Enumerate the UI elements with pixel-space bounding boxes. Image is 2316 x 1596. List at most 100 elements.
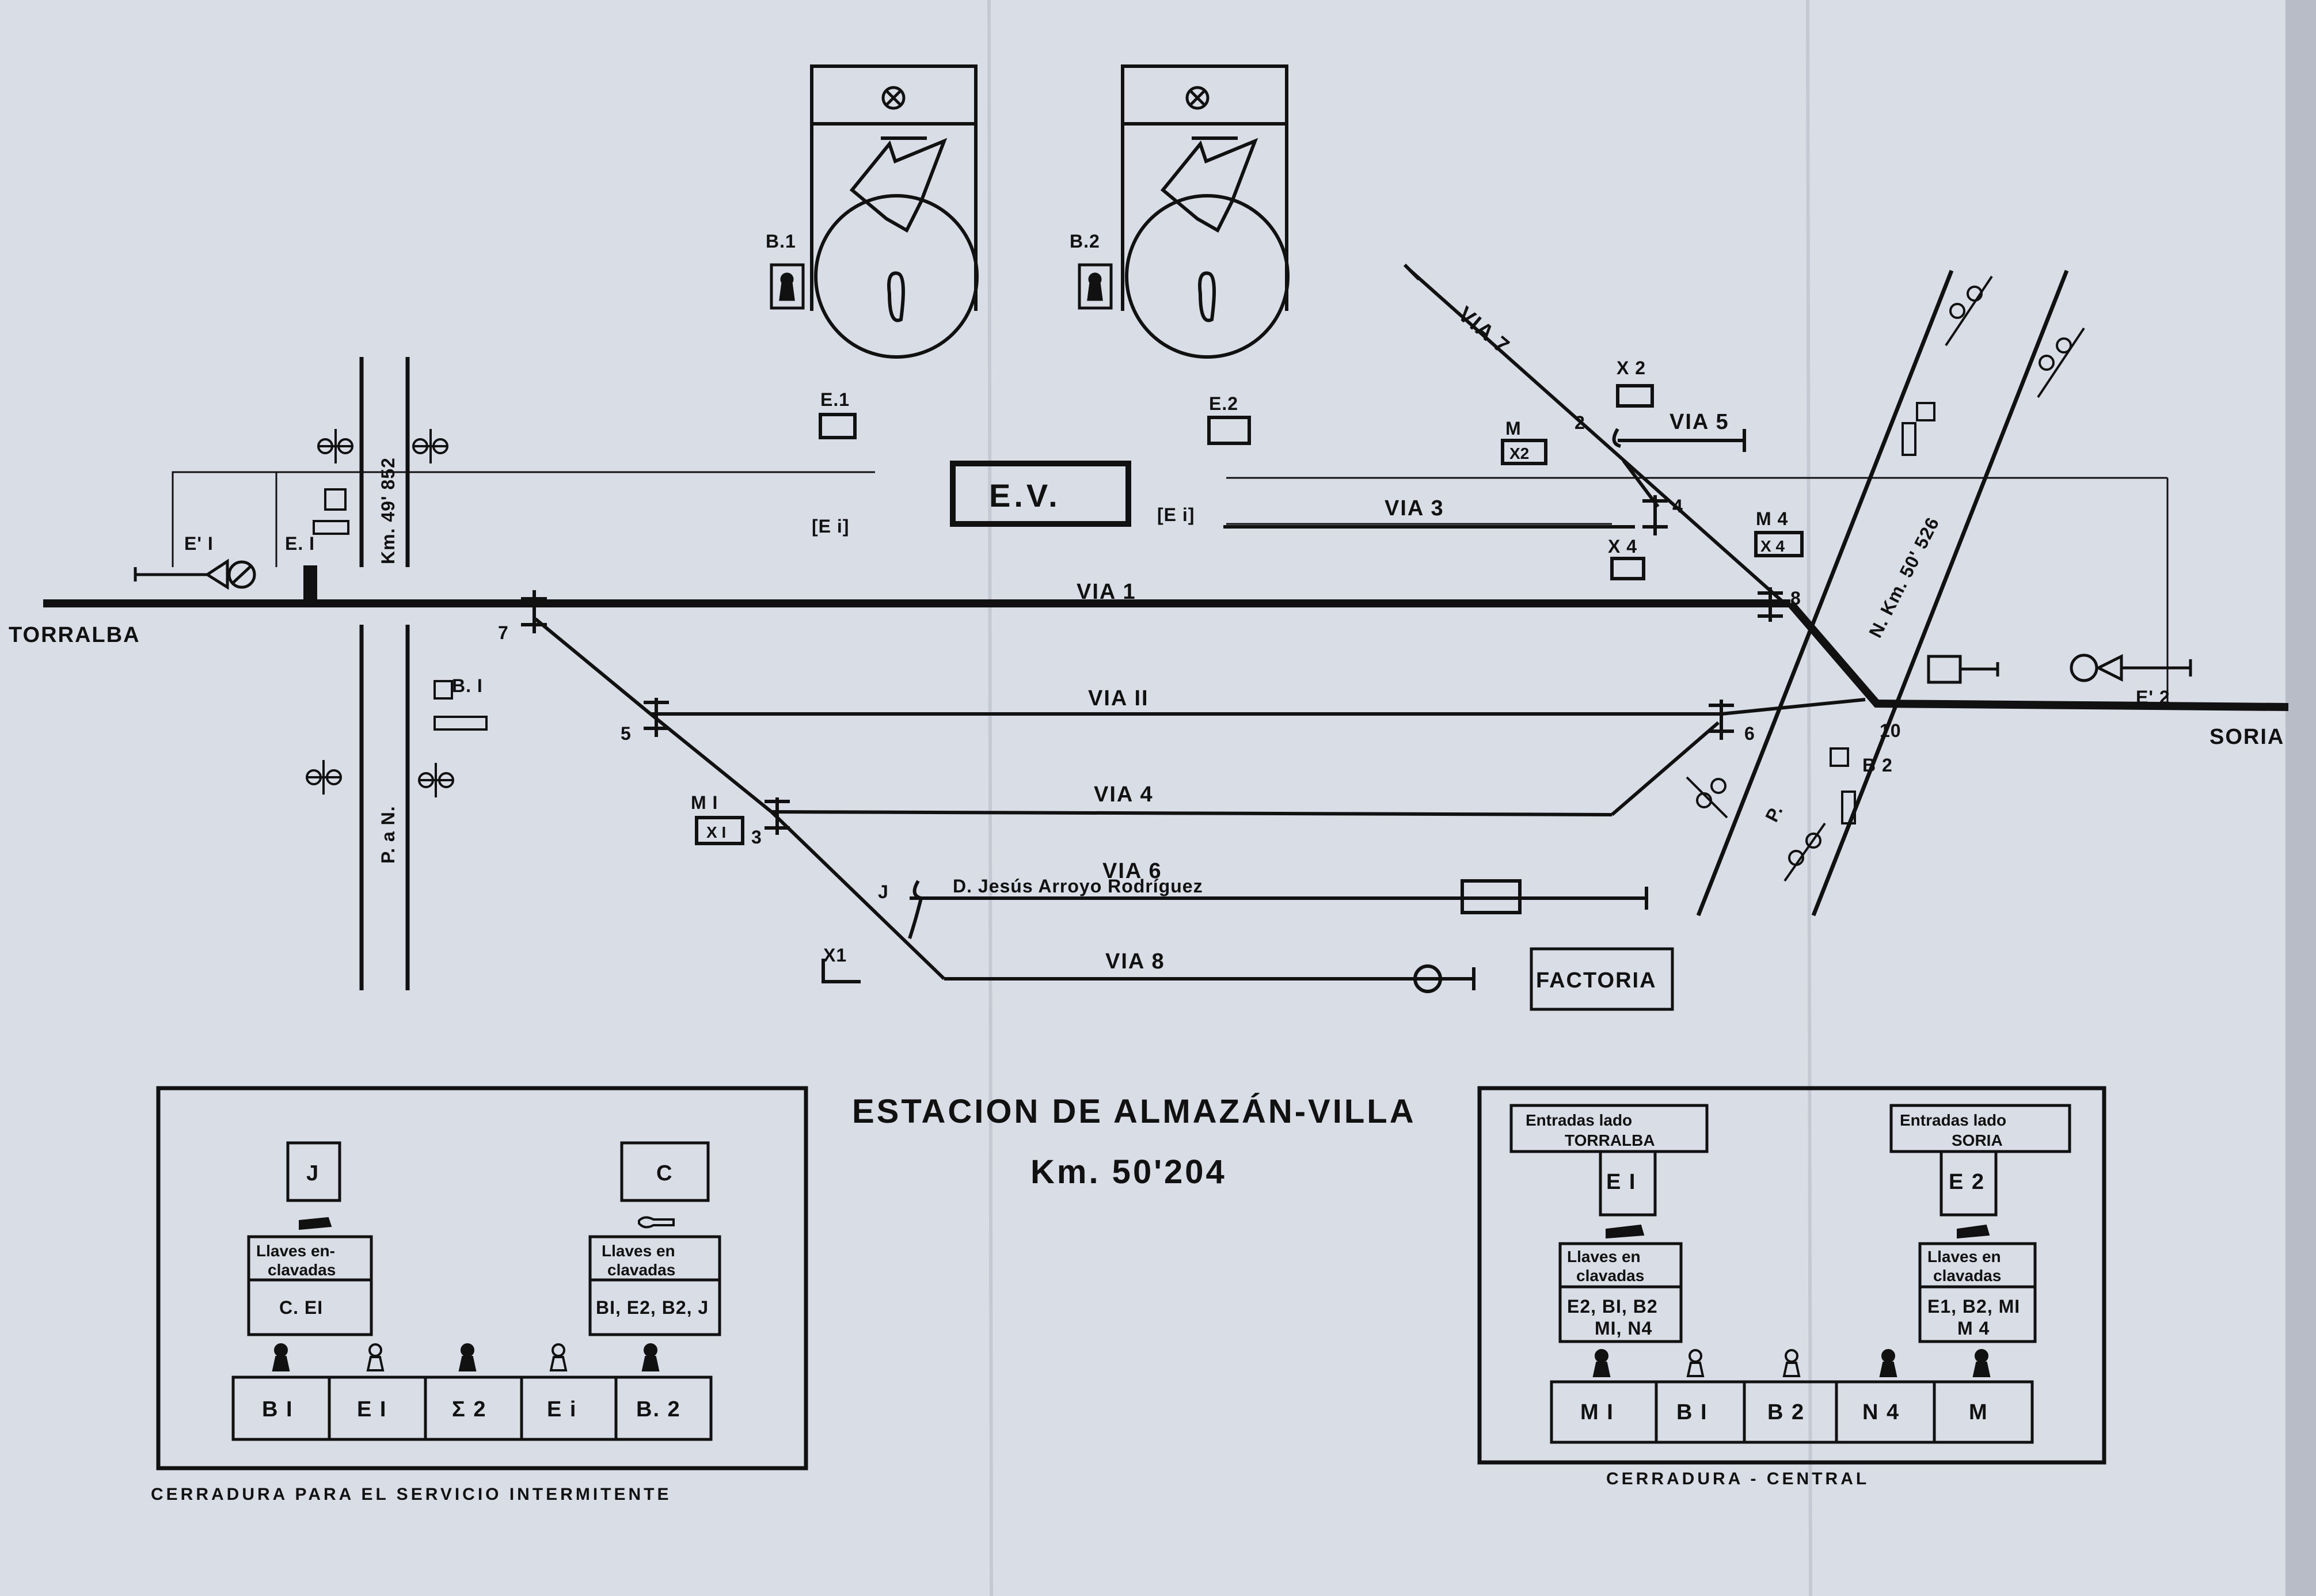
left-key-j: J [306,1161,320,1185]
label-owner: D. Jesús Arroyo Rodríguez [953,876,1203,896]
signal-wires [172,471,2169,702]
switch-number: 5 [621,723,632,744]
diagram-title: ESTACION DE ALMAZÁN-VILLA [852,1093,1416,1130]
label-e2-prime: E' 2 [2136,687,2170,708]
label-ev: E.V. [989,477,1061,514]
ev-box [950,461,1131,527]
label-x1: X1 [823,945,847,966]
label-x2: X 2 [1617,358,1646,378]
fold-line [1806,0,1812,1596]
lock-panel-right [1477,1086,2106,1465]
keyhole-boxes [770,263,1113,310]
left-row-cell: E i [547,1397,577,1422]
label-via-1: VIA 1 [1077,580,1136,604]
track-secondary [534,269,1866,981]
right-keys-value: MI, N4 [1595,1318,1652,1339]
label-via-6: VIA 6 [1102,859,1162,883]
right-row-cell: N 4 [1862,1400,1900,1424]
label-j: J [878,881,889,902]
lock-panel-left [156,1086,808,1470]
label-e1-prime: E' I [184,533,214,554]
switch-number: 3 [751,827,762,848]
left-keys-label: Llaves en- [256,1242,335,1260]
switch-number: 10 [1880,720,1902,741]
left-row-cell: E I [357,1397,387,1422]
label-b2: B 2 [1862,755,1893,776]
left-keys-value: BI, E2, B2, J [596,1297,709,1318]
e2-box [1207,416,1251,445]
label-via-2: VIA II [1088,686,1149,710]
label-b2-lever: B.2 [1070,231,1100,252]
left-keys-value: C. EI [279,1297,323,1318]
right-key-e1: E I [1606,1170,1636,1194]
buffer-stops [908,263,1746,993]
label-e1: E.1 [820,389,850,410]
track-main-right [1787,601,2289,711]
signal-b2-box [1927,655,1999,684]
right-keys-label: clavadas [1933,1267,2001,1285]
right-keys-value: E1, B2, MI [1927,1296,2020,1317]
right-lock-caption: CERRADURA - CENTRAL [1606,1469,1869,1488]
right-head: Entradas lado [1900,1111,2006,1129]
label-factoria: FACTORIA [1536,968,1657,993]
right-keys-label: Llaves en [1927,1248,2001,1266]
left-lock-caption: CERRADURA PARA EL SERVICIO INTERMITENTE [151,1485,672,1504]
right-head: SORIA [1952,1131,2003,1149]
x1-bracket [822,959,861,983]
right-keys-value: M 4 [1957,1318,1990,1339]
left-keys-label: clavadas [268,1261,336,1279]
label-e1-small: E. I [285,533,315,554]
label-m1: M I [691,792,718,813]
label-e2: E.2 [1209,393,1238,414]
signal-e1-prime [134,558,256,590]
left-key-c: C [656,1161,673,1185]
m4-box-frame [1754,531,1804,557]
fold-line [987,0,993,1596]
right-keys-value: E2, BI, B2 [1567,1296,1658,1317]
factoria-box [1530,947,1674,1011]
label-x4: X 4 [1608,536,1637,557]
x2-box [1616,384,1654,408]
label-x4-box: X 4 [1760,537,1785,555]
label-soria: SORIA [2209,725,2284,749]
switch-number: 8 [1790,588,1801,609]
label-m4: M 4 [1756,508,1788,529]
signal-e2-prime [2070,653,2192,682]
label-torralba: TORRALBA [9,623,140,647]
m1-box-frame [695,816,744,845]
label-b1-lever: B.1 [766,231,796,252]
right-row-cell: M [1969,1400,1988,1424]
label-x1-box: X I [706,823,726,841]
shadow-edge [2285,0,2316,1596]
right-row-cell: B I [1676,1400,1708,1424]
switch-marks [521,495,1783,835]
label-x2-box: X2 [1509,444,1529,462]
left-row-cell: Σ 2 [452,1397,487,1422]
label-via-3: VIA 3 [1385,496,1444,520]
right-row-cell: M I [1580,1400,1614,1424]
label-ei-right: [E i] [1157,504,1195,525]
left-keys-label: clavadas [607,1261,675,1279]
left-row-cell: B I [262,1397,294,1422]
level-crossing-left [359,357,410,990]
label-pn-left: P. a N. [378,805,398,864]
lock-panel-right-boxes [1509,1104,2071,1444]
label-b1: B. I [452,675,483,696]
left-keys-label: Llaves en [602,1242,675,1260]
lamp-icons [881,86,1210,110]
e1-box [819,413,857,439]
label-ei-left: [E i] [812,516,849,537]
right-keys-label: clavadas [1576,1267,1644,1285]
lock-panel-left-boxes [231,1141,721,1441]
diagram-km: Km. 50'204 [1030,1153,1227,1191]
right-row-cell: B 2 [1767,1400,1805,1424]
switch-number: 2 [1575,412,1585,433]
label-via-4: VIA 4 [1094,782,1154,807]
right-head: Entradas lado [1526,1111,1632,1129]
left-row-cell: B. 2 [636,1397,681,1422]
signal-e1-post [303,565,317,603]
switch-number: 6 [1744,723,1755,744]
right-head: TORRALBA [1565,1131,1655,1149]
